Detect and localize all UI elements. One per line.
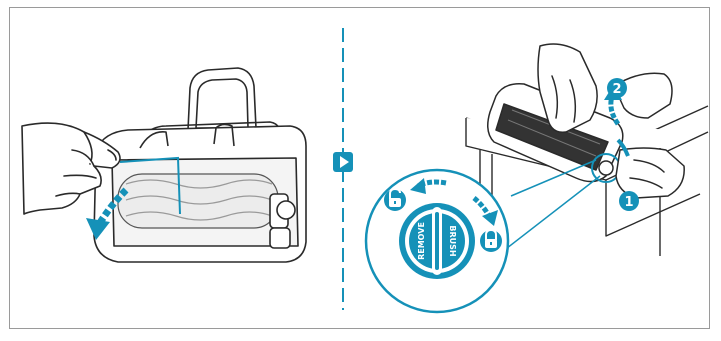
rotate-down-arrow [86, 187, 129, 240]
step-2-badge: 2 [607, 78, 627, 98]
rotate-left-arrow [416, 179, 447, 189]
hands [537, 43, 685, 199]
step-2-number: 2 [612, 82, 621, 97]
step-1-badge: 1 [619, 191, 639, 211]
nozzle-on-table [487, 72, 673, 183]
latch-highlight [119, 156, 181, 215]
remove-label: REMOVE [417, 222, 426, 260]
lock-closed-icon [480, 228, 502, 252]
lock-open-icon [384, 187, 406, 211]
brush-label: BRUSH [448, 225, 457, 256]
hand [21, 122, 121, 215]
zoom-line [510, 159, 597, 197]
step-1-number: 1 [624, 195, 633, 210]
play-arrow-icon [333, 152, 353, 172]
right-panel: 2 1 REMOVE BRUSH [364, 43, 709, 314]
left-panel [21, 67, 307, 263]
lift-arrow [608, 95, 621, 126]
